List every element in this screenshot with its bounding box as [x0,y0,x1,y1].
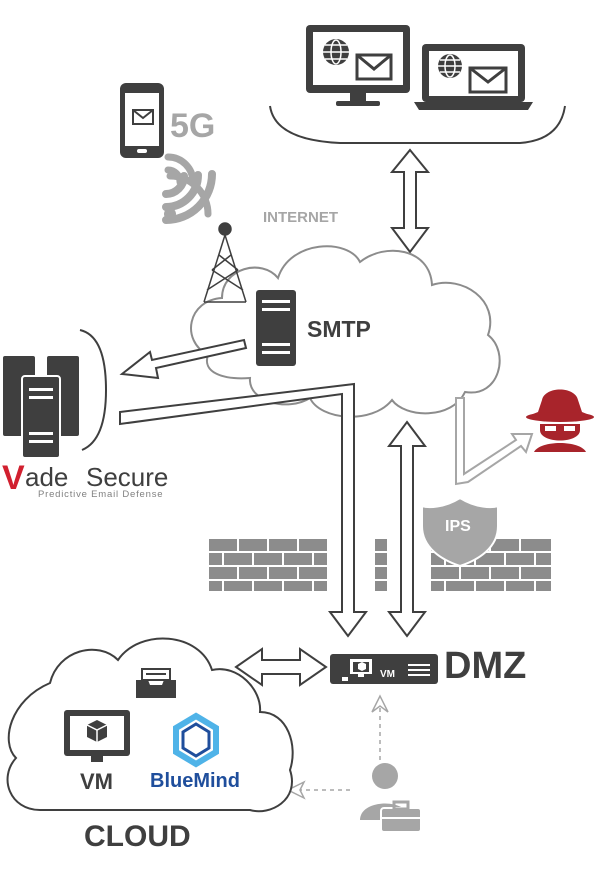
dmz-label: DMZ [444,645,526,687]
vade-tagline: Predictive Email Defense [38,489,163,500]
bluemind-label: BlueMind [150,770,240,792]
hacker-icon [526,389,594,452]
antenna-tower-icon [203,222,247,303]
laptop-mail-icon [414,44,533,110]
cloud-vm-label: VM [80,769,113,794]
smtp-to-vade-arrow [119,338,248,380]
vade-to-dmz-arrow [119,382,368,638]
ips-to-hacker-arrow [455,397,534,486]
admin-dashed-arrows [286,694,389,800]
vade-servers-icon [1,354,81,459]
bluemind-logo-icon [173,712,219,768]
cloud-vm-icon [64,710,130,762]
smtp-label: SMTP [307,316,371,342]
devices-internet-arrow [389,148,431,254]
mobile-mail-icon [120,83,164,158]
dmz-vm-label: VM [380,669,395,680]
dmz-vm-appliance-icon: VM [330,654,438,684]
five-g-label: 5G [170,107,215,145]
ips-shield-icon: IPS [421,496,499,568]
user-devices-group [269,25,566,144]
cloud-label: CLOUD [84,820,191,853]
smtp-server-icon [256,290,296,366]
vade-logo-secure: Secure [86,462,168,492]
internet-cloud [190,245,501,418]
vade-secure-logo: V ade Secure Predictive Email Defense [2,459,168,500]
vade-bracket [79,329,108,451]
vade-logo-v: V [2,459,25,497]
desktop-mail-icon [306,25,410,106]
mail-inbox-icon [136,668,176,698]
private-cloud [6,637,294,813]
firewall-wall-icon [207,537,553,593]
signal-arcs [162,170,216,224]
cloud-dmz-arrow [234,647,328,687]
ips-label: IPS [445,518,471,535]
vade-logo-ade: ade [25,462,68,492]
devices-bracket [269,105,566,144]
internet-label: INTERNET [263,209,338,226]
internet-dmz-arrow [387,420,427,638]
admin-user-icon [360,763,422,833]
